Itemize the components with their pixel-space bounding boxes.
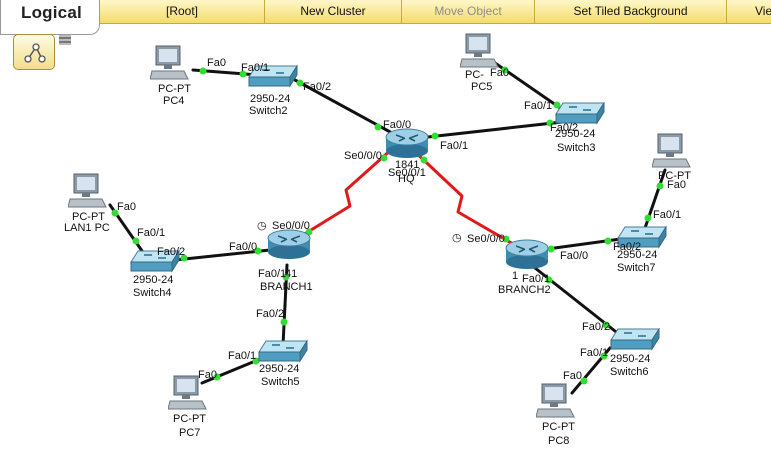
new-cluster-button[interactable]: New Cluster (265, 0, 402, 23)
switch6-fa02-port-label: Fa0/2 (582, 321, 611, 333)
branch2-name-label: BRANCH2 (498, 284, 551, 296)
branch1-fa00-port-label: Fa0/0 (229, 241, 258, 253)
hq-model-label: 1841 (395, 159, 420, 171)
switch3-model-label: 2950-24 (555, 128, 596, 140)
hq-fa00-port-label: Fa0/0 (383, 119, 412, 131)
set-tiled-background-button[interactable]: Set Tiled Background (535, 0, 727, 23)
hq-fa01-port-label: Fa0/1 (440, 140, 469, 152)
pc5-name-label: PC5 (471, 81, 493, 93)
switch6-switch-icon[interactable] (610, 328, 660, 352)
branch1-se000-port-label: Se0/0/0 (272, 220, 310, 232)
root-button[interactable]: [Root] (100, 0, 265, 23)
branch2-model-label: 1 (512, 270, 519, 282)
branch1-fa01-port-label: Fa0/1 (258, 268, 287, 280)
switch5-fa02-port-label: Fa0/2 (256, 308, 285, 320)
logical-view-icon[interactable] (13, 34, 55, 70)
switch7-fa02-port-label: Fa0/2 (613, 241, 642, 253)
switch3-fa02-port-label: Fa0/2 (550, 122, 579, 134)
switch3-fa01-port-label: Fa0/1 (524, 100, 553, 112)
switch6-fa01-port-label: Fa0/1 (580, 347, 609, 359)
switch4-model-label: 2950-24 (133, 274, 174, 286)
branch2-se000-port-label: Se0/0/0 (467, 233, 505, 245)
pc4-fa0-port-label: Fa0 (207, 57, 226, 69)
lan1-name-label: LAN1 PC (64, 222, 110, 234)
link-switch2-hq (293, 78, 394, 135)
pc5-pc-icon[interactable] (460, 33, 504, 71)
switch7-name-label: Switch7 (617, 262, 656, 274)
pc8-pc-icon[interactable] (536, 383, 580, 421)
topology-canvas[interactable] (0, 23, 771, 452)
pc5-type-label: PC- (465, 69, 484, 81)
hq-name-label: HQ (398, 173, 415, 185)
pc7-pc-icon[interactable] (168, 375, 212, 413)
workspace-toolbar: [Root] New Cluster Move Object Set Tiled… (0, 0, 771, 24)
switch3-name-label: Switch3 (557, 142, 596, 154)
pc4-pc-icon[interactable] (150, 45, 194, 83)
branch2-fa00-port-label: Fa0/0 (560, 250, 589, 262)
switch4-fa01-port-label: Fa0/1 (137, 227, 166, 239)
serial-link-hq-branch2 (411, 148, 521, 250)
pc8-name-label: PC8 (548, 435, 570, 447)
pc4-name-label: PC4 (163, 95, 185, 107)
lan1-fa0-port-label: Fa0 (117, 201, 136, 213)
pc7-type-label: PC-PT (173, 413, 206, 425)
switch2-fa01-port-label: Fa0/1 (241, 62, 270, 74)
logical-tab-label: Logical (21, 3, 82, 22)
switch4-fa02-port-label: Fa0/2 (157, 246, 186, 258)
branch1-model-label: 41 (285, 268, 298, 280)
hq-se001-port-label: Se0/0/1 (388, 167, 426, 179)
lan1-pc-icon[interactable] (68, 173, 112, 211)
serial-link-hq-branch1 (297, 146, 394, 240)
switch6-name-label: Switch6 (610, 366, 649, 378)
move-object-button[interactable]: Move Object (402, 0, 535, 23)
switch7-fa01-port-label: Fa0/1 (653, 209, 682, 221)
branch1-router-icon[interactable] (266, 228, 312, 260)
link-switch4-branch1 (173, 248, 272, 262)
branch2-fa01-port-label: Fa0/1 (522, 273, 551, 285)
switch2-switch-icon[interactable] (248, 65, 298, 89)
link-hq-switch3 (426, 120, 564, 139)
branch1-clock-icon: ◷ (257, 220, 267, 232)
pc-right-pc-icon[interactable] (652, 133, 696, 171)
switch2-model-label: 2950-24 (250, 93, 291, 105)
switch2-name-label: Switch2 (249, 105, 288, 117)
branch1-name-label: BRANCH1 (260, 281, 313, 293)
switch4-name-label: Switch4 (133, 287, 172, 299)
lan1-type-label: PC-PT (72, 211, 105, 223)
switch7-model-label: 2950-24 (617, 249, 658, 261)
hq-se000-port-label: Se0/0/0 (344, 150, 382, 162)
branch2-clock-icon: ◷ (452, 232, 462, 244)
switch5-model-label: 2950-24 (259, 363, 300, 375)
switch4-switch-icon[interactable] (130, 250, 180, 274)
switch7-switch-icon[interactable] (617, 226, 667, 250)
switch6-model-label: 2950-24 (610, 353, 651, 365)
pc7-fa0-port-label: Fa0 (198, 369, 217, 381)
pc-right-fa0-port-label: Fa0 (667, 179, 686, 191)
pc7-name-label: PC7 (179, 427, 201, 439)
switch2-fa02-port-label: Fa0/2 (303, 81, 332, 93)
pc8-type-label: PC-PT (542, 421, 575, 433)
pc4-type-label: PC-PT (158, 83, 191, 95)
pc8-fa0-port-label: Fa0 (563, 370, 582, 382)
switch3-switch-icon[interactable] (555, 102, 605, 126)
viewport-button[interactable]: Vie (755, 4, 771, 18)
switch5-name-label: Switch5 (261, 376, 300, 388)
pc-right-type-label: PC-PT (658, 170, 691, 182)
link-branch2-switch7 (538, 236, 630, 252)
pc5-fa0-port-label: Fa0 (490, 67, 509, 79)
branch2-router-icon[interactable] (504, 238, 550, 270)
switch5-fa01-port-label: Fa0/1 (228, 350, 257, 362)
hq-router-icon[interactable] (384, 127, 430, 159)
switch5-switch-icon[interactable] (258, 340, 308, 364)
logical-workspace-tab[interactable]: Logical (0, 0, 100, 35)
